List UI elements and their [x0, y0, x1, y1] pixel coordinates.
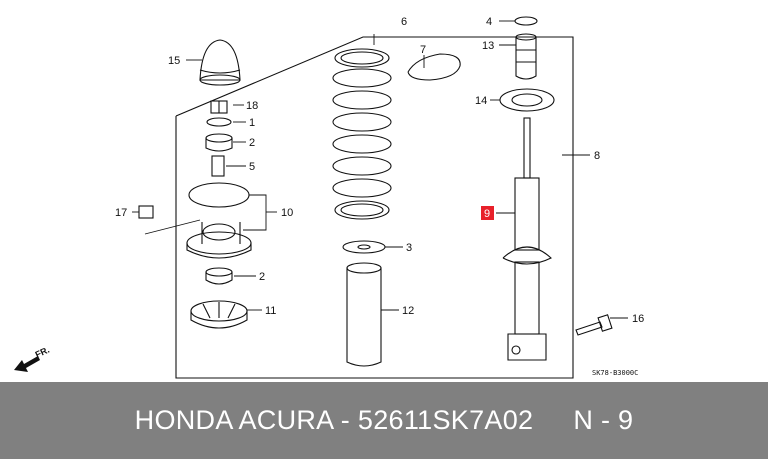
spring-seat-11 [190, 300, 248, 329]
callout-6: 6 [401, 16, 407, 28]
callout-16: 16 [632, 313, 644, 325]
nut-18 [210, 100, 228, 114]
callout-17: 17 [115, 207, 127, 219]
footer-part-text: N - 9 [573, 405, 634, 435]
callout-3: 3 [406, 242, 412, 254]
leader-lines [132, 20, 628, 319]
callout-2-upper: 2 [249, 137, 255, 149]
collar-5 [211, 155, 225, 177]
callout-9-highlight [481, 206, 494, 220]
frame-outline [175, 36, 574, 379]
callout-15: 15 [168, 55, 180, 67]
shock-absorber-9 [502, 117, 552, 361]
bushing-2-lower [205, 267, 233, 285]
callout-14: 14 [475, 95, 487, 107]
footer-bar: HONDA ACURA - 52611SK7A02 N - 9 [0, 382, 768, 459]
callout-7: 7 [420, 44, 426, 56]
callout-12: 12 [402, 305, 414, 317]
mount-base-10 [186, 222, 252, 259]
washer-4 [514, 16, 538, 26]
footer-brand-text: HONDA ACURA - 52611SK7A02 [134, 405, 534, 435]
callout-4: 4 [486, 16, 492, 28]
callout-2-lower: 2 [259, 271, 265, 283]
front-marker: FR. [34, 345, 51, 360]
top-cap-15 [199, 39, 241, 86]
callout-10: 10 [281, 207, 293, 219]
dust-boot-12 [346, 262, 382, 367]
callout-11: 11 [265, 305, 276, 317]
washer-1 [206, 117, 232, 127]
callout-5: 5 [249, 161, 255, 173]
spring-clip-7 [407, 53, 461, 81]
ring-14 [499, 88, 555, 112]
front-arrow-icon [14, 356, 40, 372]
nut-17 [138, 205, 154, 219]
callout-8: 8 [594, 150, 600, 162]
shock-absorber-exploded-diagram: 15 18 1 2 5 10 2 11 17 6 7 3 12 4 13 14 … [14, 16, 644, 379]
bushing-2-upper [205, 133, 233, 152]
callout-9: 9 [484, 208, 490, 220]
bump-stop-13 [515, 33, 537, 80]
seal-10 [188, 182, 250, 208]
callout-1: 1 [249, 117, 255, 129]
bolt-16 [575, 314, 613, 336]
callout-18: 18 [246, 100, 258, 112]
washer-3 [342, 240, 386, 254]
coil-spring-6 [332, 48, 392, 220]
diagram-code: SK78-B3000C [592, 369, 638, 377]
callout-13: 13 [482, 40, 494, 52]
